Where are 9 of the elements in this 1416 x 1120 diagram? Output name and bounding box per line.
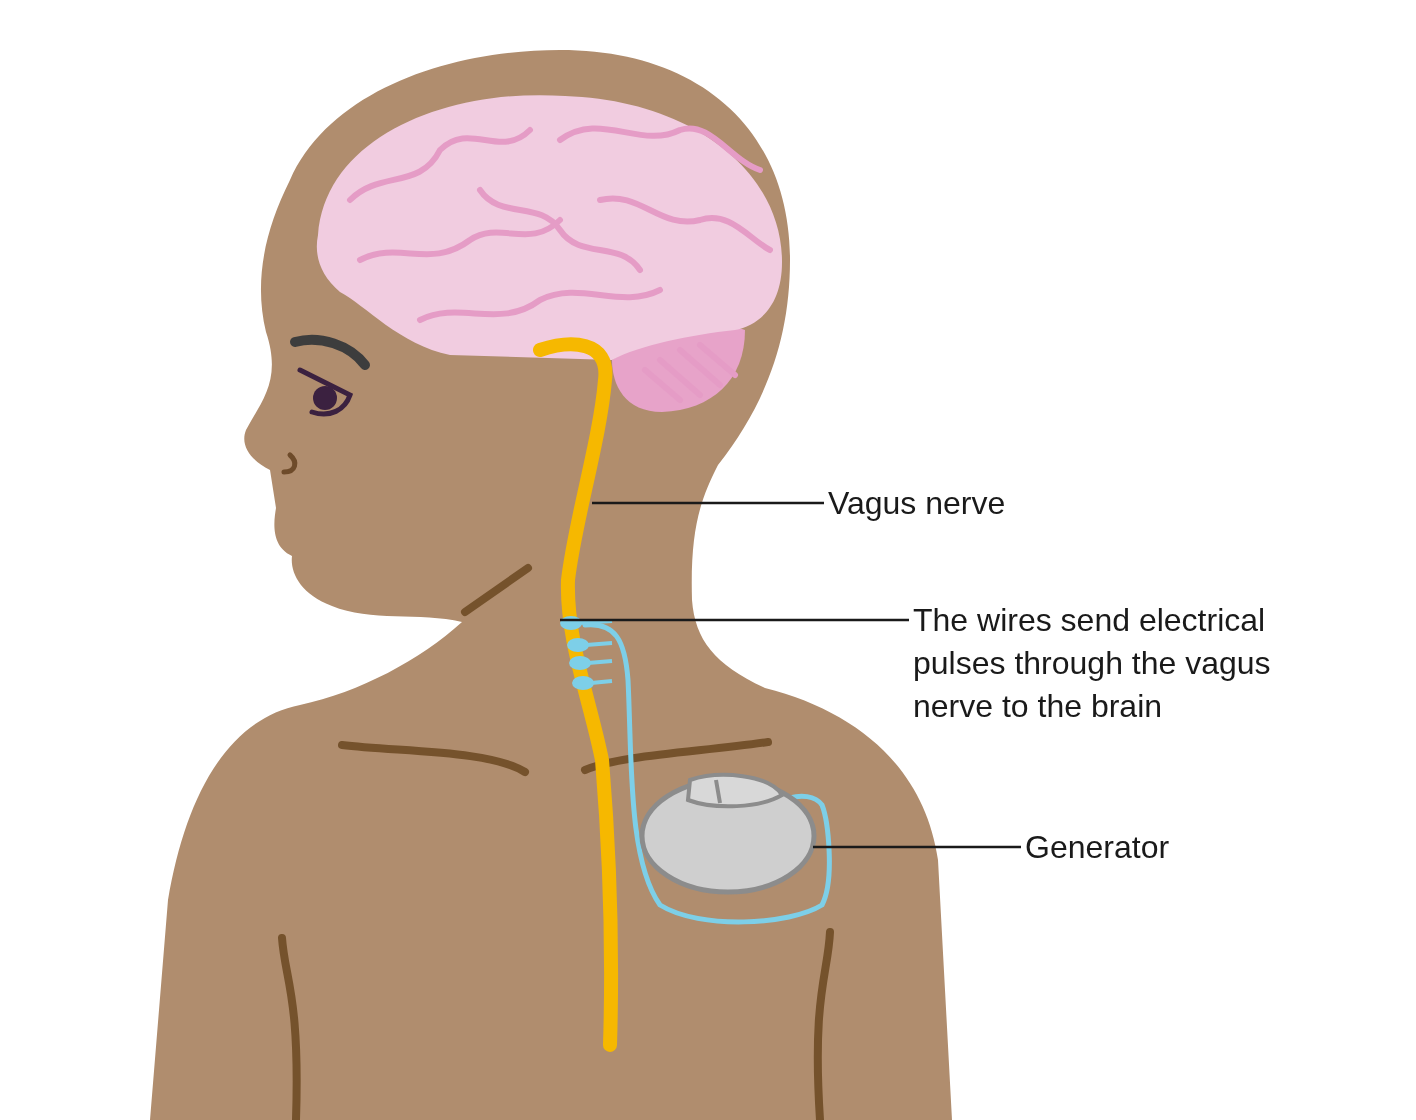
leader-line — [813, 845, 1021, 849]
leader-line — [592, 501, 824, 505]
leader-line — [560, 618, 909, 622]
callout-text: Vagus nerve — [828, 484, 1007, 523]
vagus-nerve-drawing — [533, 337, 619, 1052]
generator-drawing — [639, 773, 817, 895]
callout-text: The wires send electrical pulses through the vagus nerve to the brain — [913, 601, 1272, 726]
wire-leads-drawing — [560, 616, 832, 925]
callout-text: Generator — [1025, 828, 1171, 867]
